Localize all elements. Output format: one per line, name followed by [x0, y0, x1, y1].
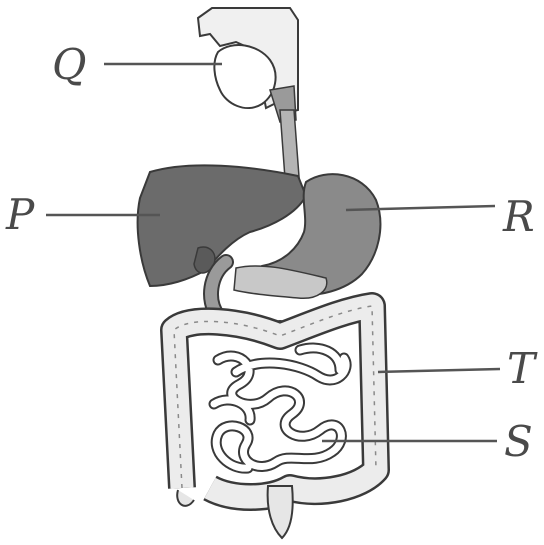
label-r: R	[503, 196, 535, 238]
label-q: Q	[52, 44, 86, 86]
rectum	[268, 486, 293, 538]
pointer-line-t	[378, 369, 500, 372]
label-s: S	[504, 421, 533, 463]
label-t: T	[507, 348, 535, 390]
label-p: P	[6, 194, 34, 236]
pointer-lines	[46, 64, 500, 441]
mouth-cavity	[214, 45, 275, 108]
appendix	[177, 490, 194, 506]
small-intestine	[214, 348, 346, 468]
